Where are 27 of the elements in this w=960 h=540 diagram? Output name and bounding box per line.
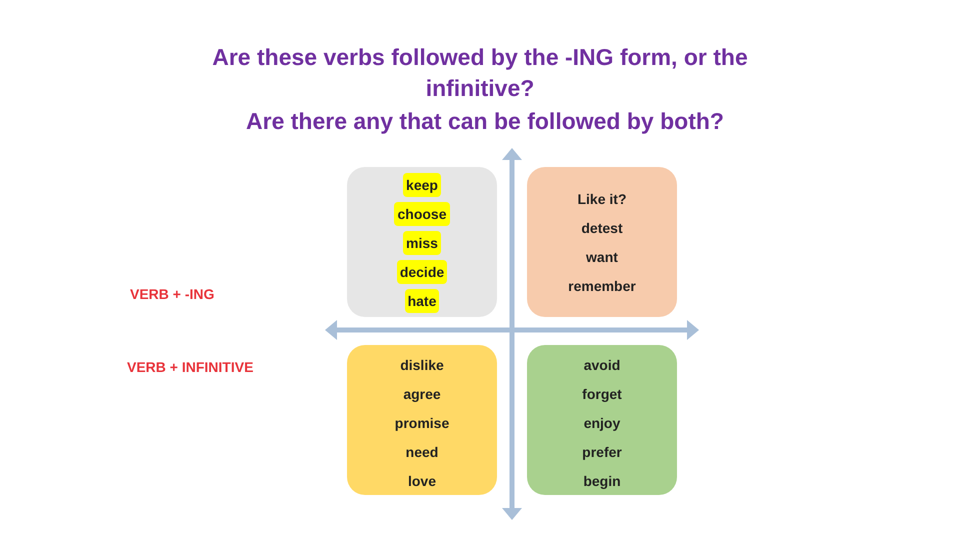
word-card [527,167,677,317]
verb: love [406,472,437,491]
word-card [347,345,497,495]
axis-label: VERB + INFINITIVE [127,359,254,375]
title: Are these verbs followed by the -ING form, or the infinitive? [211,43,749,103]
axis-label: VERB + -ING [130,286,214,302]
verb: enjoy [582,414,622,433]
verb: avoid [582,356,622,375]
highlighted-verb: decide [396,260,448,284]
verb: forget [581,385,623,404]
word-card [527,345,677,495]
verb: begin [582,472,622,491]
verb: dislike [399,356,445,375]
verb: Like it? [576,190,628,209]
verb: prefer [581,443,623,462]
highlighted-verb: choose [394,202,450,226]
verb: need [404,443,440,462]
verb: agree [402,385,442,404]
highlighted-verb: keep [403,173,441,197]
verb: remember [567,277,637,296]
verb: detest [580,219,624,238]
word-card [347,167,497,317]
highlighted-verb: miss [403,231,441,255]
highlighted-verb: hate [404,289,440,313]
subtitle: Are there any that can be followed by both? [245,107,725,136]
verb: promise [394,414,450,433]
verb: want [585,248,619,267]
